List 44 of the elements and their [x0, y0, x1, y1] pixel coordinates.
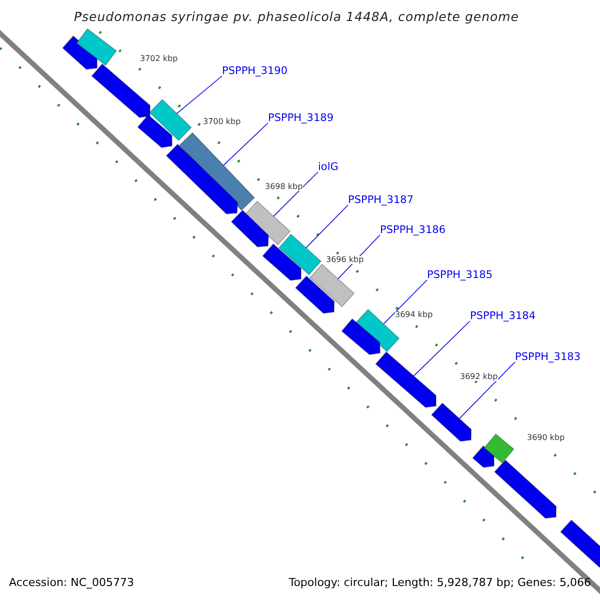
gene-label: PSPPH_3185 [427, 270, 493, 280]
gene-label: PSPPH_3187 [348, 195, 414, 206]
gene-feature [375, 351, 436, 408]
leader-line [459, 362, 516, 419]
leader-line [176, 76, 222, 114]
leader-line [306, 204, 348, 248]
gene-bar [484, 433, 514, 464]
footer-text: Topology: circular; Length: 5,928,787 bp; Genes: 5,066 [288, 577, 591, 588]
gene-bar [278, 234, 322, 276]
gene-bar [244, 200, 291, 246]
gene-feature [560, 519, 600, 568]
leader-line [223, 122, 268, 166]
gene-bar [178, 132, 256, 211]
diagram-title: Pseudomonas syringae pv. phaseolicola 1448A, complete genome [74, 11, 520, 24]
scale-label: 3698 kbp [265, 183, 303, 191]
gene-label: PSPPH_3189 [268, 113, 334, 124]
gene-feature [430, 402, 472, 442]
gene-feature [137, 114, 172, 148]
gene-feature [91, 63, 150, 118]
gene-bar [76, 28, 118, 66]
scale-label: 3690 kbp [527, 434, 565, 442]
gene-label: PSPPH_3190 [222, 66, 288, 76]
gene-label: PSPPH_3184 [470, 311, 536, 322]
leader-line [273, 172, 318, 217]
gene-feature [230, 210, 270, 248]
gene-feature [341, 318, 380, 356]
gene-feature [494, 459, 557, 519]
scale-label: 3694 kbp [395, 311, 433, 319]
gene-feature [294, 275, 335, 314]
scale-label: 3702 kbp [140, 55, 178, 63]
scale-label: 3700 kbp [203, 118, 241, 126]
scale-label: 3696 kbp [326, 256, 364, 264]
gene-bar [149, 98, 192, 142]
gene-feature [166, 144, 238, 214]
gene-label: PSPPH_3186 [380, 225, 446, 236]
gene-feature [262, 243, 302, 281]
gene-bar [309, 264, 355, 308]
leader-line [413, 320, 470, 376]
gene-label: iolG [318, 162, 338, 172]
scale-label: 3692 kbp [460, 373, 498, 381]
gene-feature [472, 445, 494, 468]
leader-line [383, 280, 428, 324]
gene-label: PSPPH_3183 [515, 352, 581, 362]
footer-text: Accession: NC_005773 [9, 577, 134, 588]
